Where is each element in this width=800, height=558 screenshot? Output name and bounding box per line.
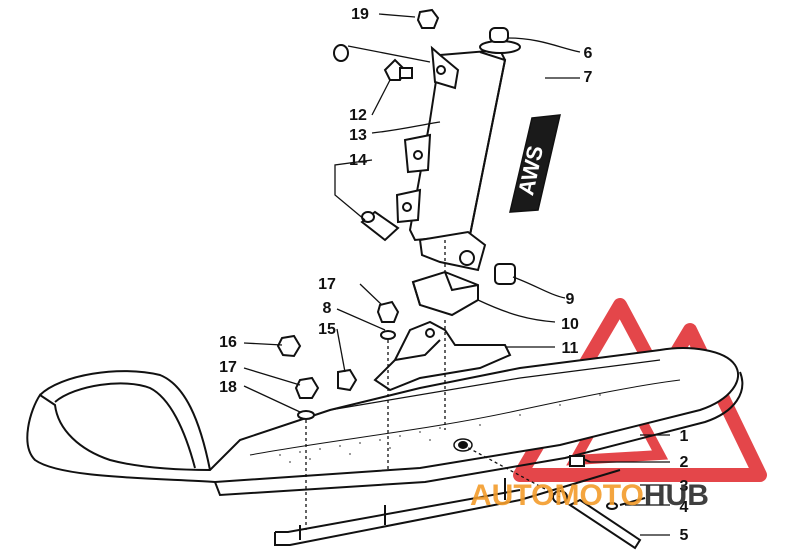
watermark-text: AUTOMOTOHUB — [470, 479, 709, 512]
callout-10: 10 — [561, 316, 579, 333]
callout-5: 5 — [680, 527, 689, 544]
saddle — [373, 320, 512, 392]
callout-numbers: 19 6 7 12 13 14 9 10 11 17 8 15 16 17 18… — [219, 6, 688, 544]
lower-clevis — [418, 230, 487, 272]
callout-14: 14 — [349, 152, 367, 169]
bushing-14 — [360, 210, 400, 242]
callout-12: 12 — [349, 107, 367, 124]
callout-9: 9 — [566, 291, 575, 308]
ski — [26, 347, 744, 497]
callout-19: 19 — [351, 6, 369, 23]
callout-2: 2 — [680, 454, 689, 471]
leader-lines — [243, 13, 670, 536]
callout-15: 15 — [318, 321, 336, 338]
watermark-auto: AUTO — [470, 479, 554, 512]
callout-17-top: 17 — [318, 276, 336, 293]
callout-3: 3 — [680, 478, 689, 495]
shock-block — [411, 270, 479, 317]
spindle-tube — [395, 45, 507, 242]
hardware-left — [276, 300, 400, 420]
callout-18: 18 — [219, 379, 237, 396]
callout-1: 1 — [680, 428, 689, 445]
aws-decal: AWS — [509, 114, 561, 213]
callout-13: 13 — [349, 127, 367, 144]
callout-4: 4 — [680, 499, 689, 516]
watermark-moto: MOTO — [554, 479, 643, 512]
bushing-9 — [494, 263, 516, 285]
svg-text:AUTOMOTOHUB: AUTOMOTOHUB — [470, 479, 709, 512]
grease-fitting — [383, 58, 413, 81]
callout-6: 6 — [584, 45, 593, 62]
ski-shading — [279, 394, 601, 463]
callout-8: 8 — [323, 300, 332, 317]
top-plug — [479, 27, 521, 54]
callout-11: 11 — [562, 340, 579, 357]
callout-17-bottom: 17 — [219, 359, 237, 376]
callout-16: 16 — [219, 334, 237, 351]
watermark-hub: HUB — [644, 479, 709, 512]
nut-19 — [333, 8, 440, 62]
wear-bar — [274, 469, 621, 546]
callout-7: 7 — [584, 69, 593, 86]
